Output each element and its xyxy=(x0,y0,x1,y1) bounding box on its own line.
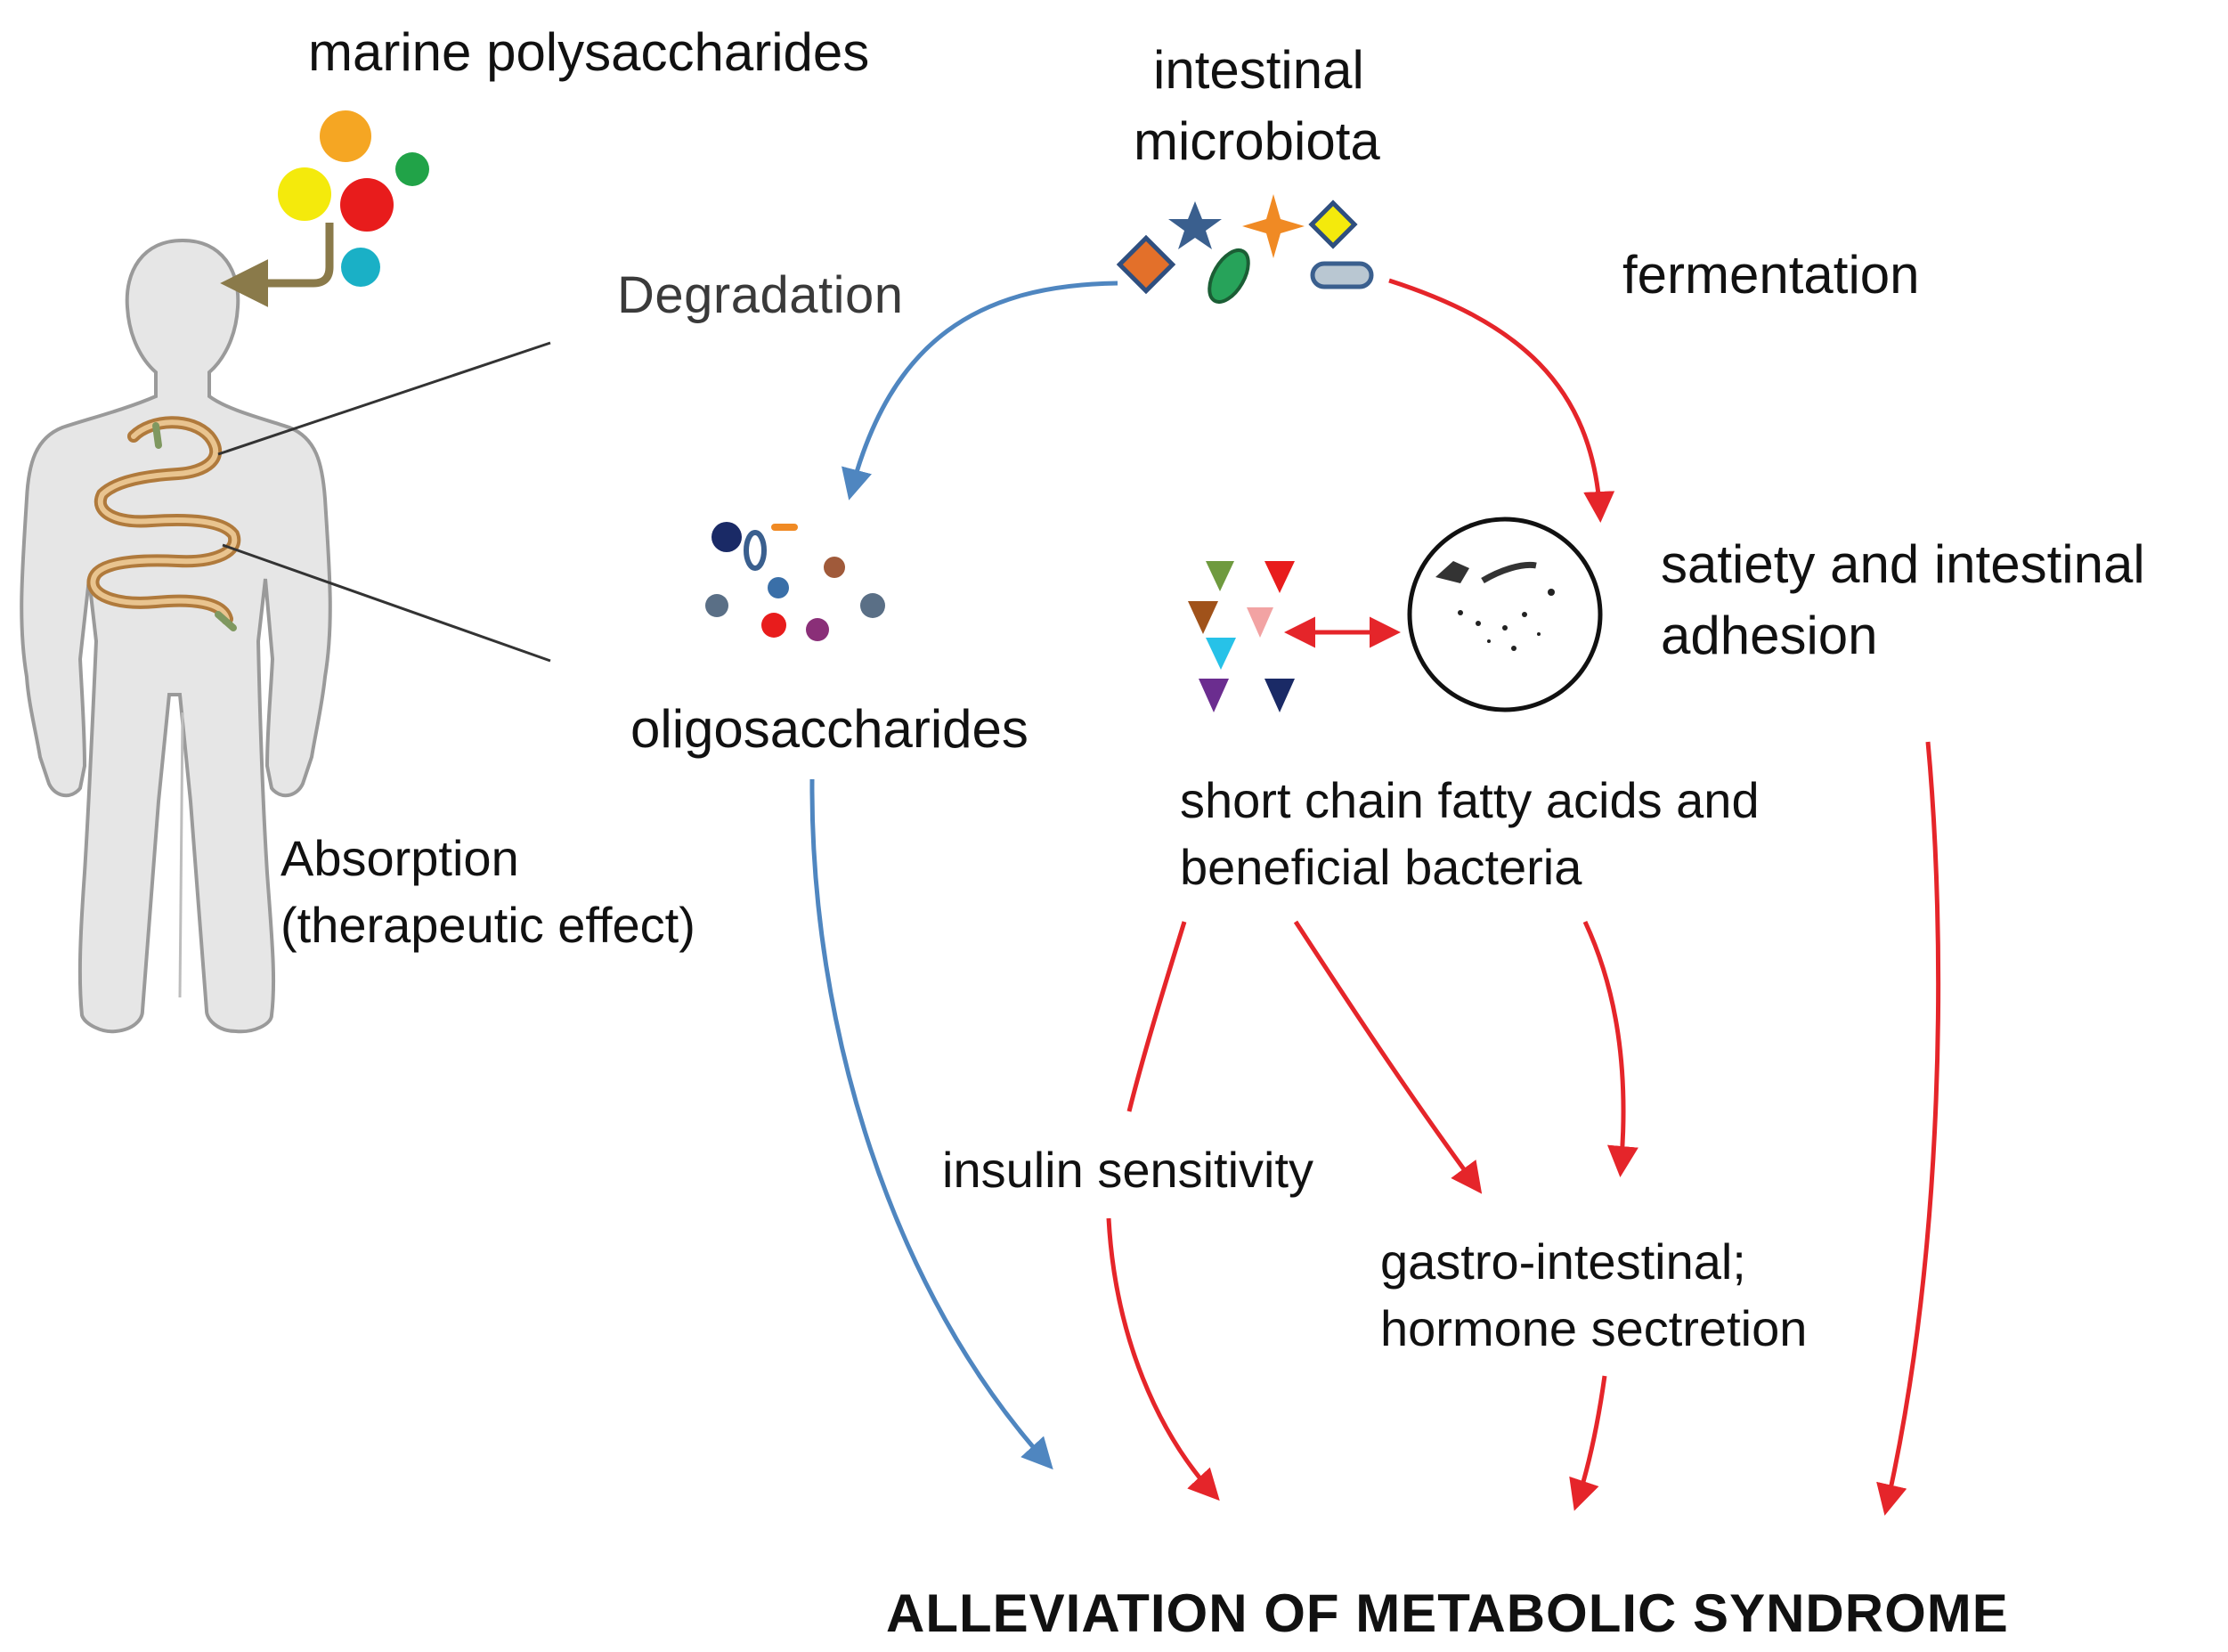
label-intestinal: intestinal xyxy=(1153,40,1364,100)
label-satiety-line2: adhesion xyxy=(1661,606,1878,665)
zoom-line-upper xyxy=(217,341,551,456)
label-insulin-sensitivity: insulin sensitivity xyxy=(942,1142,1314,1198)
label-gastro-line2: hormone sectretion xyxy=(1380,1300,1808,1356)
satiety-to-outcome-arrow xyxy=(1876,741,1941,1516)
label-degradation: Degradation xyxy=(617,266,904,324)
label-oligosaccharides: oligosaccharides xyxy=(630,699,1029,759)
oligosaccharide-dots-icon xyxy=(705,522,885,641)
microbiota-icon xyxy=(1116,194,1374,304)
label-scfa-line2: beneficial bacteria xyxy=(1180,839,1582,895)
ingestion-arrow-icon xyxy=(220,223,334,307)
label-absorption-line2: (therapeutic effect) xyxy=(281,897,695,953)
microscope-view-icon xyxy=(1407,517,1603,712)
scfa-to-gastro-arrow xyxy=(1293,920,1483,1194)
polysaccharide-dots-icon xyxy=(278,110,429,287)
label-scfa-line1: short chain fatty acids and xyxy=(1180,772,1760,828)
intestine-icon xyxy=(86,416,241,631)
fermentation-arrow xyxy=(1388,278,1615,523)
scfa-triangles-icon xyxy=(1188,561,1295,712)
label-fermentation: fermentation xyxy=(1622,245,1920,305)
label-microbiota: microbiota xyxy=(1134,111,1380,171)
human-body-icon xyxy=(20,238,332,1034)
label-absorption-line1: Absorption xyxy=(281,830,519,886)
degradation-arrow xyxy=(842,281,1118,500)
label-gastro-line1: gastro-intestinal; xyxy=(1380,1233,1746,1290)
zoom-line-lower xyxy=(222,543,551,663)
scfa-to-insulin-arrow xyxy=(1126,921,1187,1112)
label-outcome: ALLEVIATION OF METABOLIC SYNDROME xyxy=(886,1583,2009,1643)
label-marine-polysaccharides: marine polysaccharides xyxy=(308,22,870,82)
absorption-arrow xyxy=(809,778,1053,1470)
gastro-to-outcome-arrow xyxy=(1569,1375,1607,1511)
label-satiety-line1: satiety and intestinal xyxy=(1661,534,2145,594)
scfa-to-hormone-arrow xyxy=(1582,920,1638,1177)
insulin-to-outcome-arrow xyxy=(1106,1217,1220,1501)
